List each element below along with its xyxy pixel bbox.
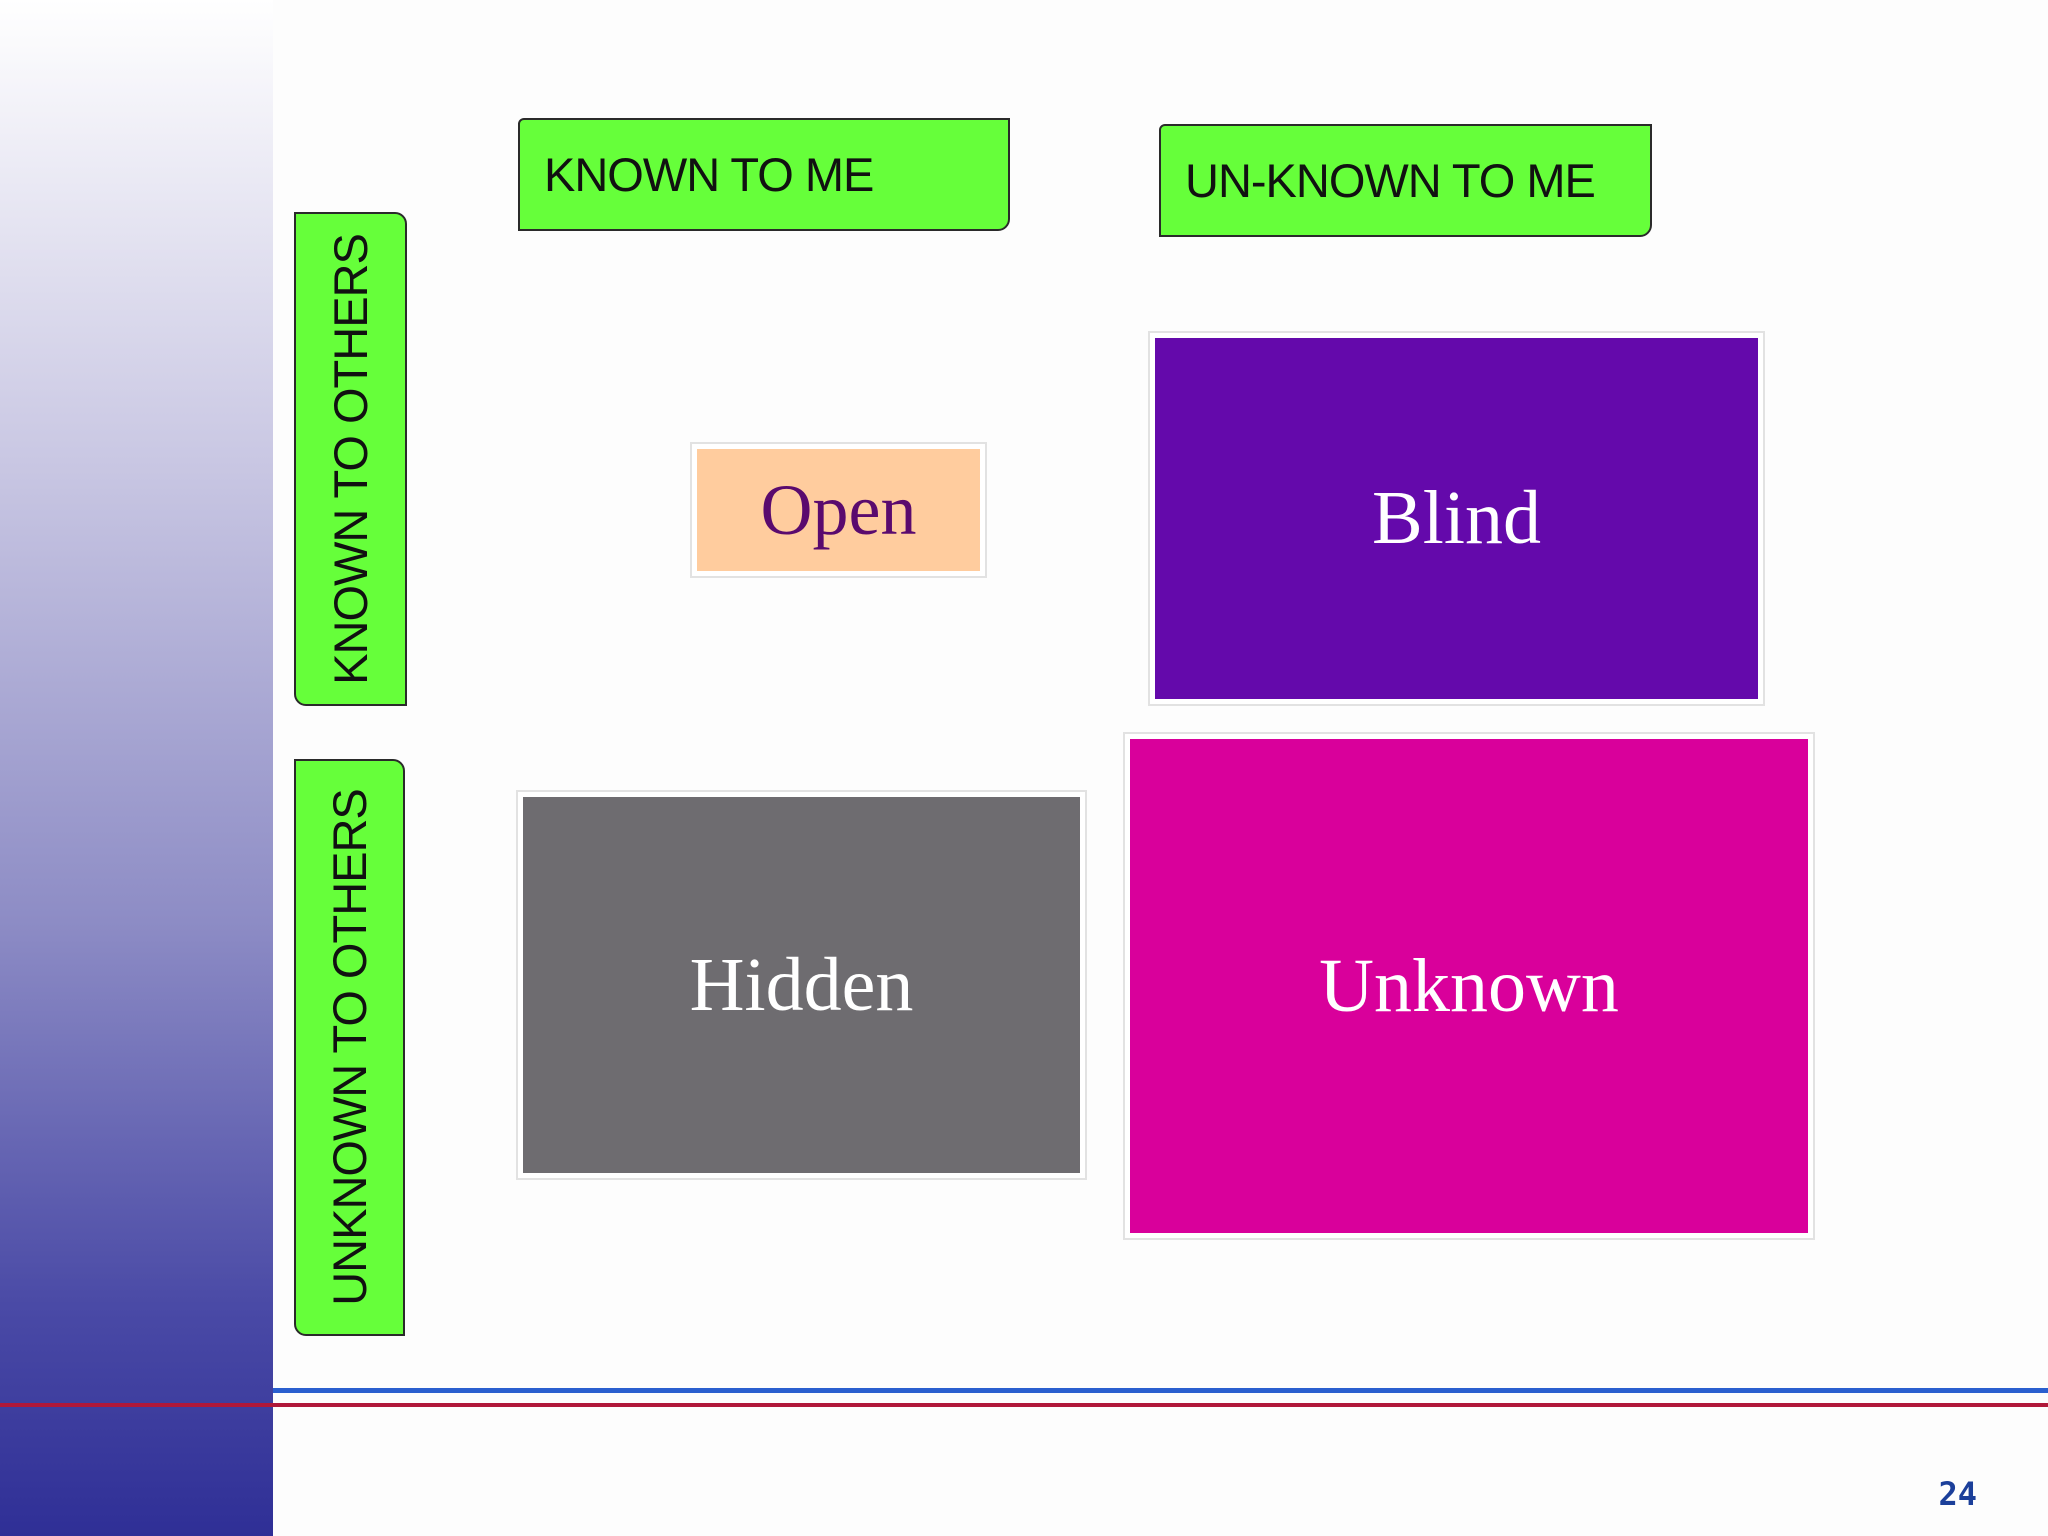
quadrant-open-label: Open bbox=[760, 469, 917, 550]
quadrant-blind-label: Blind bbox=[1372, 476, 1541, 560]
header-known-to-me-label: KNOWN TO ME bbox=[544, 148, 874, 201]
header-unknown-to-others: UNKNOWN TO OTHERS bbox=[294, 759, 405, 1336]
quadrant-unknown: Unknown bbox=[1125, 734, 1813, 1238]
footer-rule-red bbox=[0, 1403, 2048, 1407]
header-unknown-to-me: UN-KNOWN TO ME bbox=[1159, 124, 1652, 237]
footer-rule-blue bbox=[273, 1388, 2048, 1393]
quadrant-hidden: Hidden bbox=[518, 792, 1085, 1178]
header-known-to-me: KNOWN TO ME bbox=[518, 118, 1010, 231]
header-known-to-others: KNOWN TO OTHERS bbox=[294, 212, 407, 706]
header-unknown-to-others-label: UNKNOWN TO OTHERS bbox=[323, 789, 377, 1306]
quadrant-unknown-label: Unknown bbox=[1319, 943, 1619, 1028]
quadrant-open: Open bbox=[692, 444, 985, 576]
quadrant-hidden-label: Hidden bbox=[689, 942, 914, 1027]
quadrant-blind: Blind bbox=[1150, 333, 1763, 704]
side-gradient-band bbox=[0, 0, 273, 1536]
header-unknown-to-me-label: UN-KNOWN TO ME bbox=[1185, 154, 1596, 207]
page-number: 24 bbox=[1938, 1475, 1977, 1513]
header-known-to-others-label: KNOWN TO OTHERS bbox=[324, 233, 377, 685]
